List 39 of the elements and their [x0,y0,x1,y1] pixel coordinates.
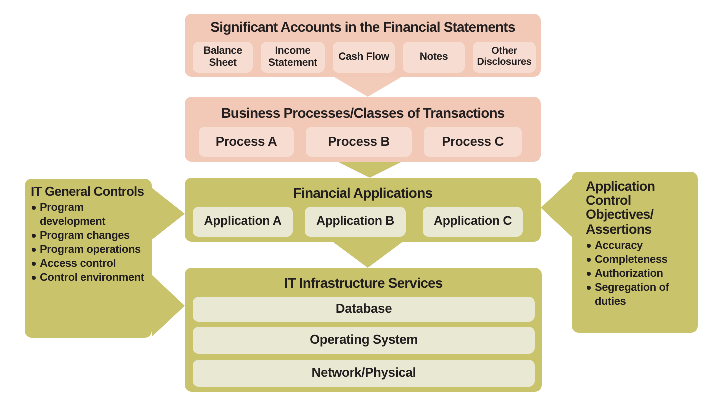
account-tile: Balance Sheet [193,42,253,73]
accounts-panel [185,14,541,77]
panel-title: Application Control Objectives/ Assertions [586,180,656,237]
panel-title: IT Infrastructure Services [284,275,443,292]
chevron-arrow [338,162,402,178]
panel-title: IT General Controls [31,185,144,199]
process-panel [185,97,541,162]
account-tile: Other Disclosures [473,42,536,73]
chevron-arrow [152,188,185,240]
panel-title: Business Processes/Classes of Transactions [221,105,505,122]
bullet-item: Program development [31,201,146,229]
account-tile: Income Statement [261,42,325,73]
chevron-arrow [334,77,402,97]
application-tile: Application C [423,207,523,237]
layer-bar: Network/Physical [193,360,535,387]
chevron-arrow [541,179,572,237]
process-tile: Process A [199,127,294,157]
bullet-item: Segregation of duties [586,280,692,309]
bullet-item: Accuracy [586,238,692,253]
account-tile: Notes [403,42,465,73]
panel-title: Financial Applications [293,185,433,202]
chevron-arrow [152,275,185,337]
controls-panel [25,179,152,338]
chevron-arrow [333,242,403,268]
panel-title: Significant Accounts in the Financial Statements [210,19,516,36]
process-tile: Process B [306,127,412,157]
application-tile: Application B [305,207,406,237]
bullet-item: Program operations [31,243,146,257]
layer-bar: Database [193,297,535,322]
bullet-item: Authorization [586,266,692,281]
bullet-item: Program changes [31,229,146,243]
layer-bar: Operating System [193,327,535,354]
bullet-item: Control environment [31,271,146,285]
objectives-panel [572,172,698,333]
process-tile: Process C [424,127,522,157]
bullet-item: Completeness [586,252,692,267]
bullet-item: Access control [31,257,146,271]
application-tile: Application A [193,207,293,237]
account-tile: Cash Flow [333,42,395,73]
